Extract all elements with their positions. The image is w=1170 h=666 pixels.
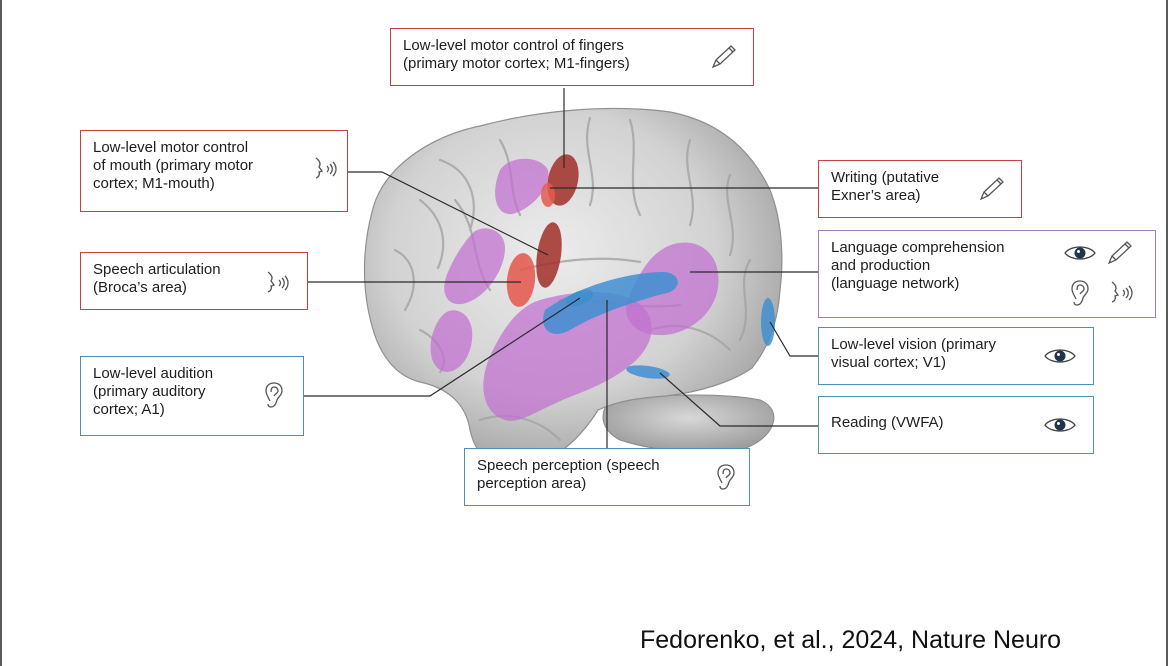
leader-lines [304,88,818,448]
motor-regions [506,154,579,307]
brain-cerebellum [602,394,775,453]
label-low-level-vision-text: Low-level vision (primary visual cortex;… [831,336,997,371]
label-speech-articulation-text: Speech articulation (Broca’s area) [93,261,221,296]
label-reading: Reading (VWFA) [818,396,1094,454]
citation-credit: Fedorenko, et al., 2024, Nature Neuro [640,626,1062,654]
label-motor-mouth: Low-level motor control of mouth (primar… [80,130,348,212]
eye-icon [1044,349,1076,363]
pencil-icon [979,177,1004,201]
label-low-level-vision: Low-level vision (primary visual cortex;… [818,327,1094,385]
pencil-icon [1107,241,1132,265]
label-motor-mouth-text: Low-level motor control of mouth (primar… [93,139,254,192]
speaking-icon [1111,281,1133,303]
leader-reading [659,372,818,427]
label-reading-text: Reading (VWFA) [831,414,944,431]
left-frame-rule [0,0,2,666]
ear-icon [1071,280,1089,306]
label-low-level-audition-text: Low-level audition (primary auditory cor… [93,365,214,418]
exners-area-region [541,183,555,207]
label-language-network: Language comprehension and production (l… [818,230,1156,318]
m1-mouth-region [536,222,562,288]
primary-visual-region [761,298,775,346]
language-network-regions [430,158,719,421]
ear-icon [265,382,283,408]
pencil-icon [711,45,736,69]
speaking-icon [315,157,337,179]
speaking-icon [267,271,289,293]
perception-regions [543,272,775,379]
m1-fingers-region [547,154,579,206]
label-motor-fingers: Low-level motor control of fingers (prim… [390,28,754,86]
leader-mouth [348,171,549,256]
label-writing: Writing (putative Exner’s area) [818,160,1022,218]
leader-audition [304,297,581,397]
leader-vision [769,321,818,357]
vwfa-region [626,365,670,379]
label-language-network-text: Language comprehension and production (l… [831,239,1005,292]
language-region-frontal-upper [495,158,549,215]
ear-icon [717,464,735,490]
broca-region [506,253,536,307]
label-low-level-audition: Low-level audition (primary auditory cor… [80,356,304,436]
brain-illustration [363,107,783,472]
language-region-temporal [483,292,652,421]
label-speech-perception-text: Speech perception (speech perception are… [477,457,660,492]
speech-perception-region [543,272,678,334]
eye-icon [1064,246,1096,260]
language-region-frontal-middle [444,228,505,305]
brain-cortex [363,107,783,472]
language-region-frontal-lower [430,310,473,372]
right-frame-rule [1166,0,1168,666]
label-motor-fingers-text: Low-level motor control of fingers (prim… [403,37,630,72]
label-writing-text: Writing (putative Exner’s area) [831,169,940,204]
eye-icon [1044,418,1076,432]
label-speech-articulation: Speech articulation (Broca’s area) [80,252,308,310]
label-speech-perception: Speech perception (speech perception are… [464,448,750,506]
